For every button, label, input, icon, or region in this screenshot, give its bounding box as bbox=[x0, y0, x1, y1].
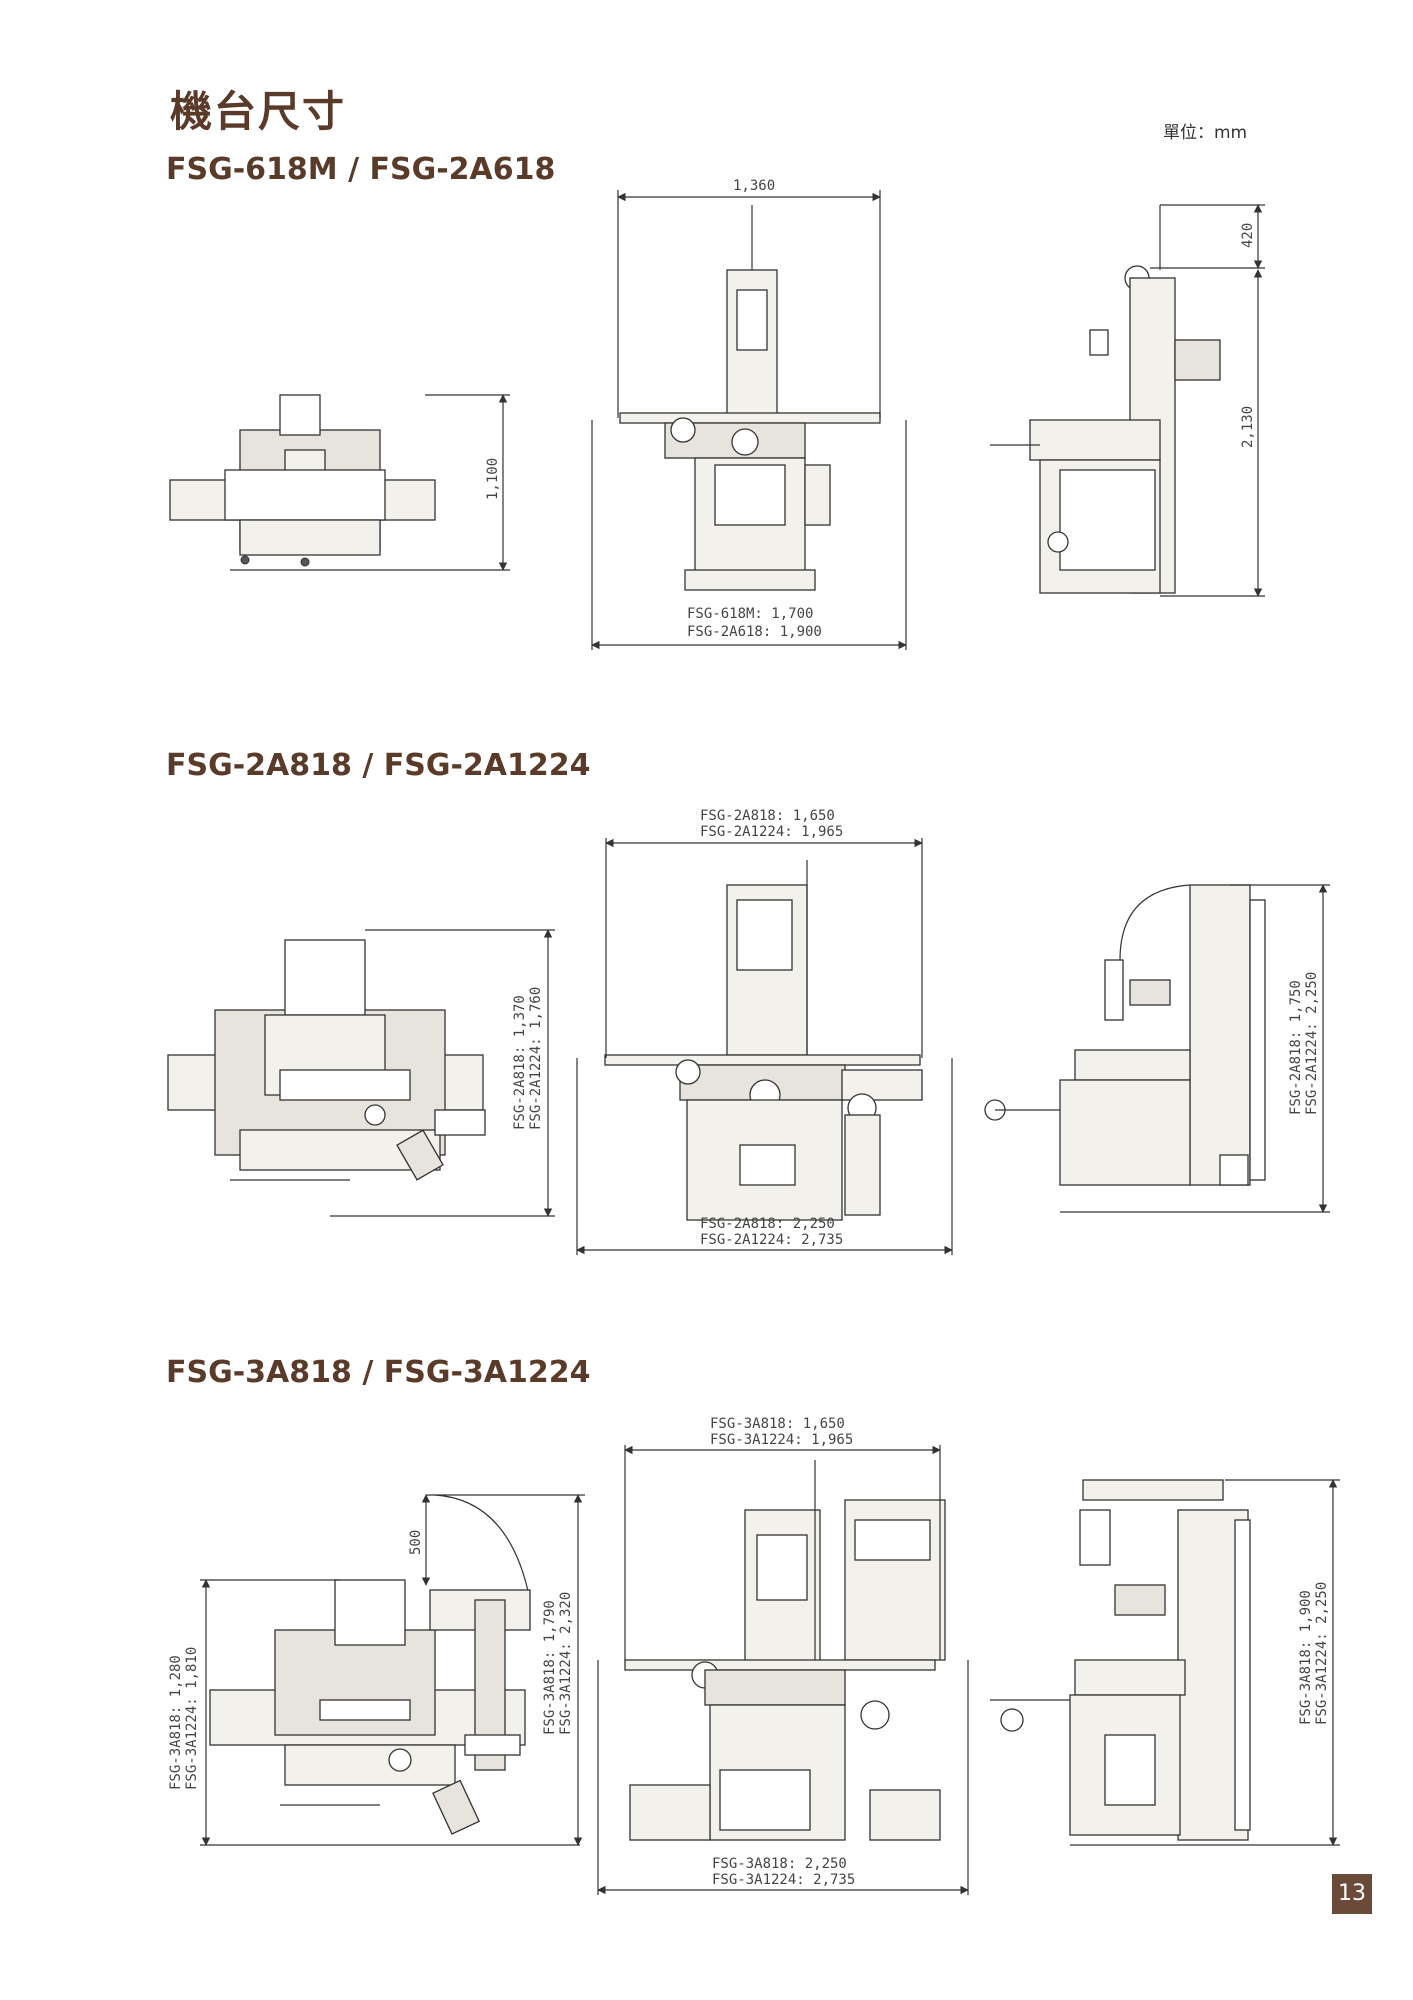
dim-2a818-side-height-1: FSG-2A818: 1,750 bbox=[1288, 980, 1304, 1115]
section-title-2a818: FSG-2A818 / FSG-2A1224 bbox=[166, 748, 591, 783]
unit-label: 單位：mm bbox=[1163, 123, 1248, 143]
dim-618-overall-1: FSG-618M: 1,700 bbox=[687, 606, 813, 622]
dim-618-top-height: 1,100 bbox=[485, 458, 501, 500]
dim-618-side-height: 2,130 bbox=[1240, 406, 1256, 448]
dim-2a818-overall-2: FSG-2A1224: 2,735 bbox=[700, 1232, 843, 1248]
dim-2a818-front-width-1: FSG-2A818: 1,650 bbox=[700, 808, 835, 824]
drawing-2a818-front-view bbox=[604, 860, 923, 1221]
dim-lines-2a818 bbox=[330, 838, 1330, 1255]
dim-618-overall-2: FSG-2A618: 1,900 bbox=[687, 624, 822, 640]
drawing-3a818-side-view bbox=[990, 1479, 1251, 1841]
dim-lines-618 bbox=[330, 190, 1265, 650]
dim-3a818-top-height-1: FSG-3A818: 1,280 bbox=[168, 1655, 184, 1790]
drawing-3a818-front-view bbox=[624, 1460, 946, 1841]
page-title: 機台尺寸 bbox=[170, 87, 347, 136]
dim-2a818-side-height-2: FSG-2A1224: 2,250 bbox=[1304, 972, 1320, 1115]
drawing-2a818-top-view bbox=[167, 939, 486, 1181]
dim-3a818-top-right-1: FSG-3A818: 1,790 bbox=[542, 1600, 558, 1735]
drawing-618-side-view bbox=[990, 205, 1221, 594]
dim-3a818-top-right-2: FSG-3A1224: 2,320 bbox=[558, 1592, 574, 1735]
dim-3a818-side-height-1: FSG-3A818: 1,900 bbox=[1298, 1590, 1314, 1725]
drawing-2a818-side-view bbox=[984, 884, 1266, 1186]
dim-3a818-top-height-2: FSG-3A1224: 1,810 bbox=[184, 1647, 200, 1790]
dim-2a818-overall-1: FSG-2A818: 2,250 bbox=[700, 1216, 835, 1232]
dim-lines-3a818 bbox=[200, 1445, 1340, 1895]
dim-3a818-front-width-2: FSG-3A1224: 1,965 bbox=[710, 1432, 853, 1448]
drawing-618-front-view bbox=[619, 205, 881, 591]
page-number-badge: 13 bbox=[1332, 1874, 1372, 1914]
drawing-618-top-view bbox=[169, 394, 436, 571]
dim-2a818-top-height-1: FSG-2A818: 1,370 bbox=[512, 995, 528, 1130]
dim-618-front-width: 1,360 bbox=[733, 178, 775, 194]
drawing-3a818-top-view bbox=[209, 1494, 531, 1835]
section-title-618: FSG-618M / FSG-2A618 bbox=[166, 152, 556, 187]
dim-3a818-overall-1: FSG-3A818: 2,250 bbox=[712, 1856, 847, 1872]
dim-618-side-extra: 420 bbox=[1240, 223, 1256, 248]
dim-3a818-overall-2: FSG-3A1224: 2,735 bbox=[712, 1872, 855, 1888]
section-title-3a818: FSG-3A818 / FSG-3A1224 bbox=[166, 1355, 591, 1390]
dim-2a818-top-height-2: FSG-2A1224: 1,760 bbox=[528, 987, 544, 1130]
dim-3a818-front-width-1: FSG-3A818: 1,650 bbox=[710, 1416, 845, 1432]
dim-3a818-top-swing: 500 bbox=[408, 1530, 424, 1555]
dim-3a818-side-height-2: FSG-3A1224: 2,250 bbox=[1314, 1582, 1330, 1725]
dim-2a818-front-width-2: FSG-2A1224: 1,965 bbox=[700, 824, 843, 840]
